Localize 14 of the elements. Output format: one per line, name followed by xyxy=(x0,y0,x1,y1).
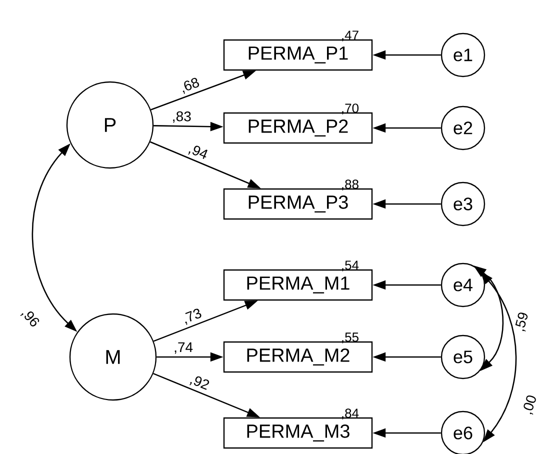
edge-label: ,59 xyxy=(512,310,532,334)
squared-multiple-correlation: ,84 xyxy=(342,408,359,420)
edge-label: ,00 xyxy=(520,392,540,418)
squared-multiple-correlation: ,88 xyxy=(342,180,358,190)
edge-label: ,94 xyxy=(188,146,208,159)
edge-label: ,96 xyxy=(18,305,42,331)
squared-multiple-correlation: ,54 xyxy=(342,260,359,272)
squared-multiple-correlation: ,47 xyxy=(342,30,358,42)
edge-label: ,83 xyxy=(173,111,191,123)
squared-multiple-correlation: ,55 xyxy=(342,332,358,344)
edge-label: ,74 xyxy=(174,342,193,354)
edge-label: ,68 xyxy=(182,78,200,94)
edge-label: ,92 xyxy=(189,376,210,390)
edge-label: ,73 xyxy=(185,308,202,326)
